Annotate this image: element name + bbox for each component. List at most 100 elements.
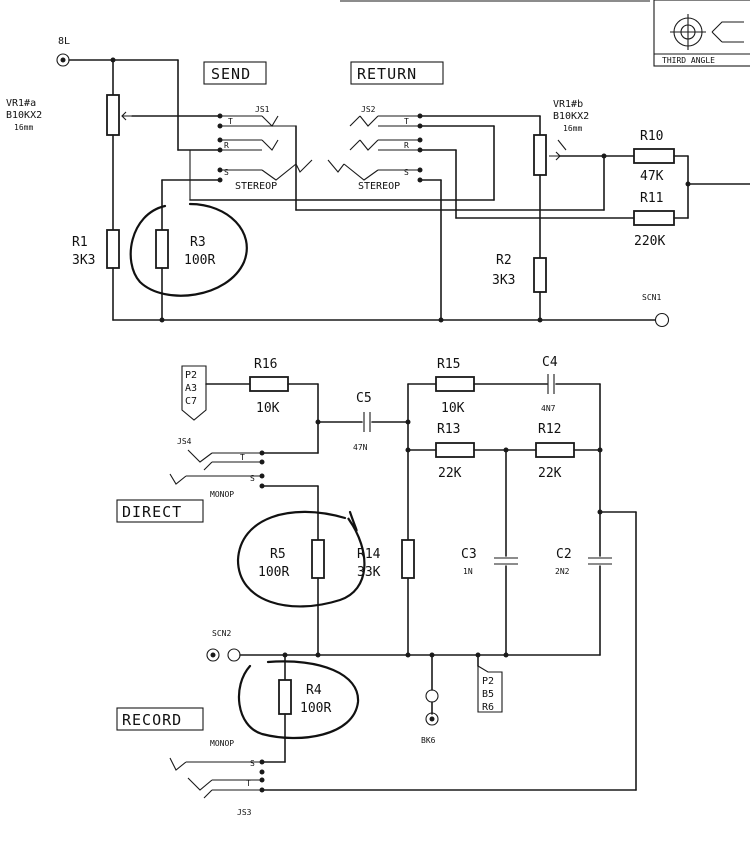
svg-text:B10KX2: B10KX2 (6, 110, 42, 121)
resistor-r10 (633, 148, 675, 164)
projection-label: THIRD ANGLE (662, 56, 715, 65)
svg-text:A3: A3 (185, 383, 197, 394)
svg-text:C7: C7 (185, 396, 197, 407)
r5-hand-circle (236, 510, 366, 608)
title-block: THIRD ANGLE (653, 0, 750, 67)
resistor-r3 (155, 229, 169, 269)
svg-text:MONOP: MONOP (210, 490, 234, 499)
svg-text:JS4: JS4 (177, 437, 192, 446)
svg-text:R13: R13 (437, 422, 460, 437)
scn1-terminal (654, 312, 670, 328)
svg-text:R14: R14 (357, 547, 381, 562)
vr1a-wiper (121, 111, 132, 121)
upper-circuit: 8L VR1#a B10KX2 16mm SEND JS1 (6, 36, 750, 328)
svg-text:VR1#a: VR1#a (6, 98, 36, 109)
svg-text:S: S (224, 168, 229, 177)
js3-jack: MONOP S T JS3 (169, 739, 265, 817)
record-label-box (116, 707, 204, 731)
svg-text:STEREOP: STEREOP (358, 181, 400, 192)
svg-text:1N: 1N (463, 567, 473, 576)
svg-text:R12: R12 (538, 422, 561, 437)
svg-text:C4: C4 (542, 355, 558, 370)
svg-text:R3: R3 (190, 235, 206, 250)
svg-text:R11: R11 (640, 191, 663, 206)
resistor-r13 (435, 442, 475, 458)
resistor-r16 (249, 376, 289, 392)
vr1b-wiper (549, 151, 561, 161)
svg-text:2N2: 2N2 (555, 567, 570, 576)
svg-text:10K: 10K (256, 401, 280, 416)
p2-flag-top (181, 365, 207, 421)
svg-text:R2: R2 (496, 253, 512, 268)
record-label: RECORD (122, 711, 182, 729)
svg-text:C2: C2 (556, 547, 572, 562)
send-label-box (203, 61, 267, 85)
svg-text:P2: P2 (185, 370, 197, 381)
scn2-terminal (206, 648, 220, 662)
svg-text:100R: 100R (258, 565, 289, 580)
resistor-r5 (311, 539, 325, 579)
svg-text:R15: R15 (437, 357, 460, 372)
svg-text:22K: 22K (438, 466, 462, 481)
svg-text:S: S (404, 168, 409, 177)
svg-text:C3: C3 (461, 547, 477, 562)
svg-text:R10: R10 (640, 129, 663, 144)
bk6-terminal (425, 712, 439, 726)
return-label-box (350, 61, 444, 85)
js2-jack: JS2 T R S STEREOP (327, 105, 423, 192)
svg-text:R1: R1 (72, 235, 88, 250)
js4-jack: JS4 T S MONOP (169, 437, 265, 499)
svg-text:33K: 33K (357, 565, 381, 580)
svg-text:JS3: JS3 (237, 808, 252, 817)
svg-text:10K: 10K (441, 401, 465, 416)
r4-hand-circle (237, 660, 360, 740)
direct-label: DIRECT (122, 503, 182, 521)
svg-text:R: R (404, 141, 409, 150)
svg-text:VR1#b: VR1#b (553, 99, 583, 110)
resistor-r2 (533, 257, 547, 293)
direct-label-box (116, 499, 204, 523)
resistor-r4 (278, 679, 292, 715)
svg-text:R5: R5 (270, 547, 286, 562)
svg-text:22K: 22K (538, 466, 562, 481)
svg-text:C5: C5 (356, 391, 372, 406)
svg-text:R16: R16 (254, 357, 277, 372)
svg-text:47K: 47K (640, 169, 664, 184)
svg-text:P2: P2 (482, 676, 494, 687)
svg-text:T: T (228, 117, 233, 126)
svg-text:B5: B5 (482, 689, 494, 700)
svg-text:220K: 220K (634, 234, 665, 249)
svg-text:100R: 100R (300, 701, 331, 716)
lower-circuit: P2 A3 C7 R16 10K C5 47N R15 10K C4 4N7 (116, 355, 637, 817)
send-label: SEND (211, 65, 251, 83)
resistor-r1 (106, 229, 120, 269)
svg-text:B10KX2: B10KX2 (553, 111, 589, 122)
svg-text:16mm: 16mm (14, 123, 33, 132)
svg-text:S: S (250, 759, 255, 768)
p2-flag-bottom (477, 665, 503, 713)
svg-text:JS1: JS1 (255, 105, 270, 114)
js1-jack: JS1 T R S STEREOP (217, 105, 313, 192)
svg-text:T: T (404, 117, 409, 126)
svg-text:SCN2: SCN2 (212, 629, 231, 638)
vr1b-potentiometer (533, 134, 547, 176)
return-label: RETURN (357, 65, 417, 83)
svg-text:R4: R4 (306, 683, 322, 698)
svg-text:47N: 47N (353, 443, 368, 452)
vr1a-potentiometer (106, 94, 120, 136)
svg-text:STEREOP: STEREOP (235, 181, 277, 192)
svg-text:S: S (250, 474, 255, 483)
svg-text:MONOP: MONOP (210, 739, 234, 748)
svg-text:16mm: 16mm (563, 124, 582, 133)
svg-text:BK6: BK6 (421, 736, 436, 745)
svg-text:JS2: JS2 (361, 105, 376, 114)
svg-text:SCN1: SCN1 (642, 293, 661, 302)
resistor-r11 (633, 210, 675, 226)
resistor-r12 (535, 442, 575, 458)
svg-text:T: T (240, 453, 245, 462)
resistor-r15 (435, 376, 475, 392)
svg-text:T: T (246, 779, 251, 788)
svg-text:3K3: 3K3 (72, 253, 95, 268)
input-tag: 8L (58, 36, 70, 47)
